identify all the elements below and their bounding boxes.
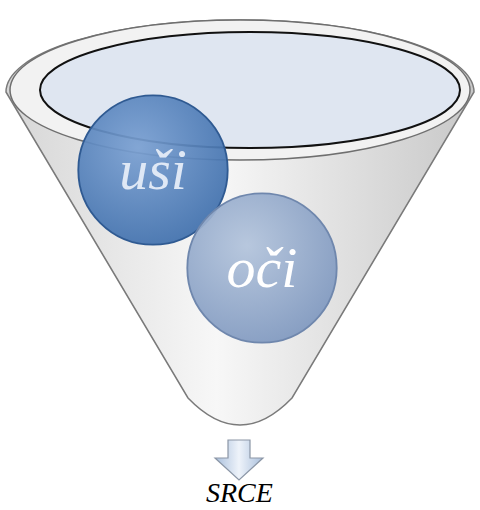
circle-text-holder: oči xyxy=(185,191,339,345)
down-arrow xyxy=(215,440,263,480)
circle-node: oči xyxy=(185,191,339,345)
funnel-rim xyxy=(10,20,470,160)
result-label: SRCE xyxy=(206,479,273,507)
circle-label: oči xyxy=(227,239,298,297)
funnel-body xyxy=(6,20,474,425)
circle-label: uši xyxy=(119,141,187,199)
